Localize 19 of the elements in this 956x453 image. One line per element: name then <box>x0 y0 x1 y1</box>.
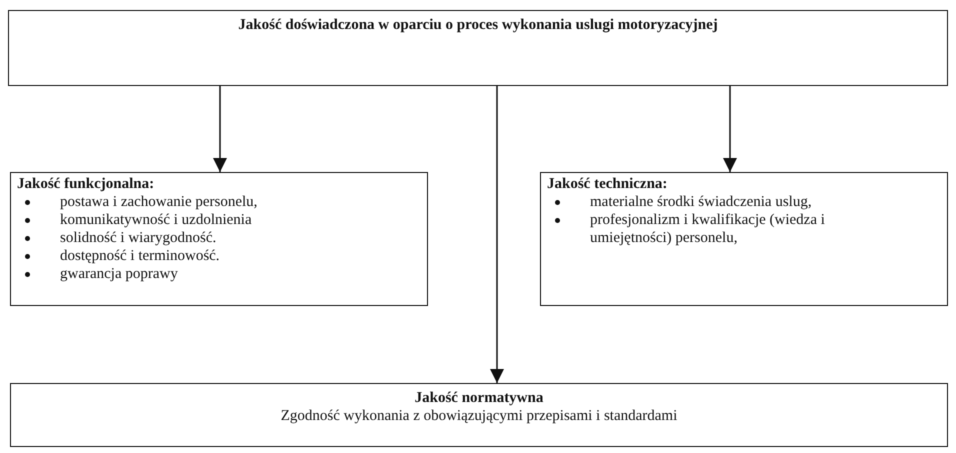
list-item: materialne środki świadczenia uslug, <box>590 193 812 211</box>
category-box <box>10 172 428 306</box>
box-description: Zgodność wykonania z obowiązującymi przepisami i standardami <box>280 408 678 425</box>
process-box <box>8 10 948 86</box>
box-heading: Jakość doświadczona w oparciu o proces wykonania uslugi motoryzacyjnej <box>237 17 719 34</box>
result-box <box>10 383 948 447</box>
arrow <box>213 86 227 172</box>
list-item: postawa i zachowanie personelu, <box>60 193 258 211</box>
box-heading: Jakość techniczna: <box>547 176 668 193</box>
box-heading: Jakość funkcjonalna: <box>17 176 156 193</box>
list-item: komunikatywność i uzdolnienia <box>60 211 252 229</box>
arrow <box>723 86 737 172</box>
list-item: dostępność i terminowość. <box>60 247 220 265</box>
list-item: profesjonalizm i kwalifikacje (wiedza i umiejętności) personelu, <box>590 211 826 247</box>
box-heading: Jakość normatywna <box>414 390 544 407</box>
list-item: gwarancja poprawy <box>60 265 178 283</box>
arrow <box>490 86 504 383</box>
list-item: solidność i wiarygodność. <box>60 229 216 247</box>
category-box <box>540 172 948 306</box>
